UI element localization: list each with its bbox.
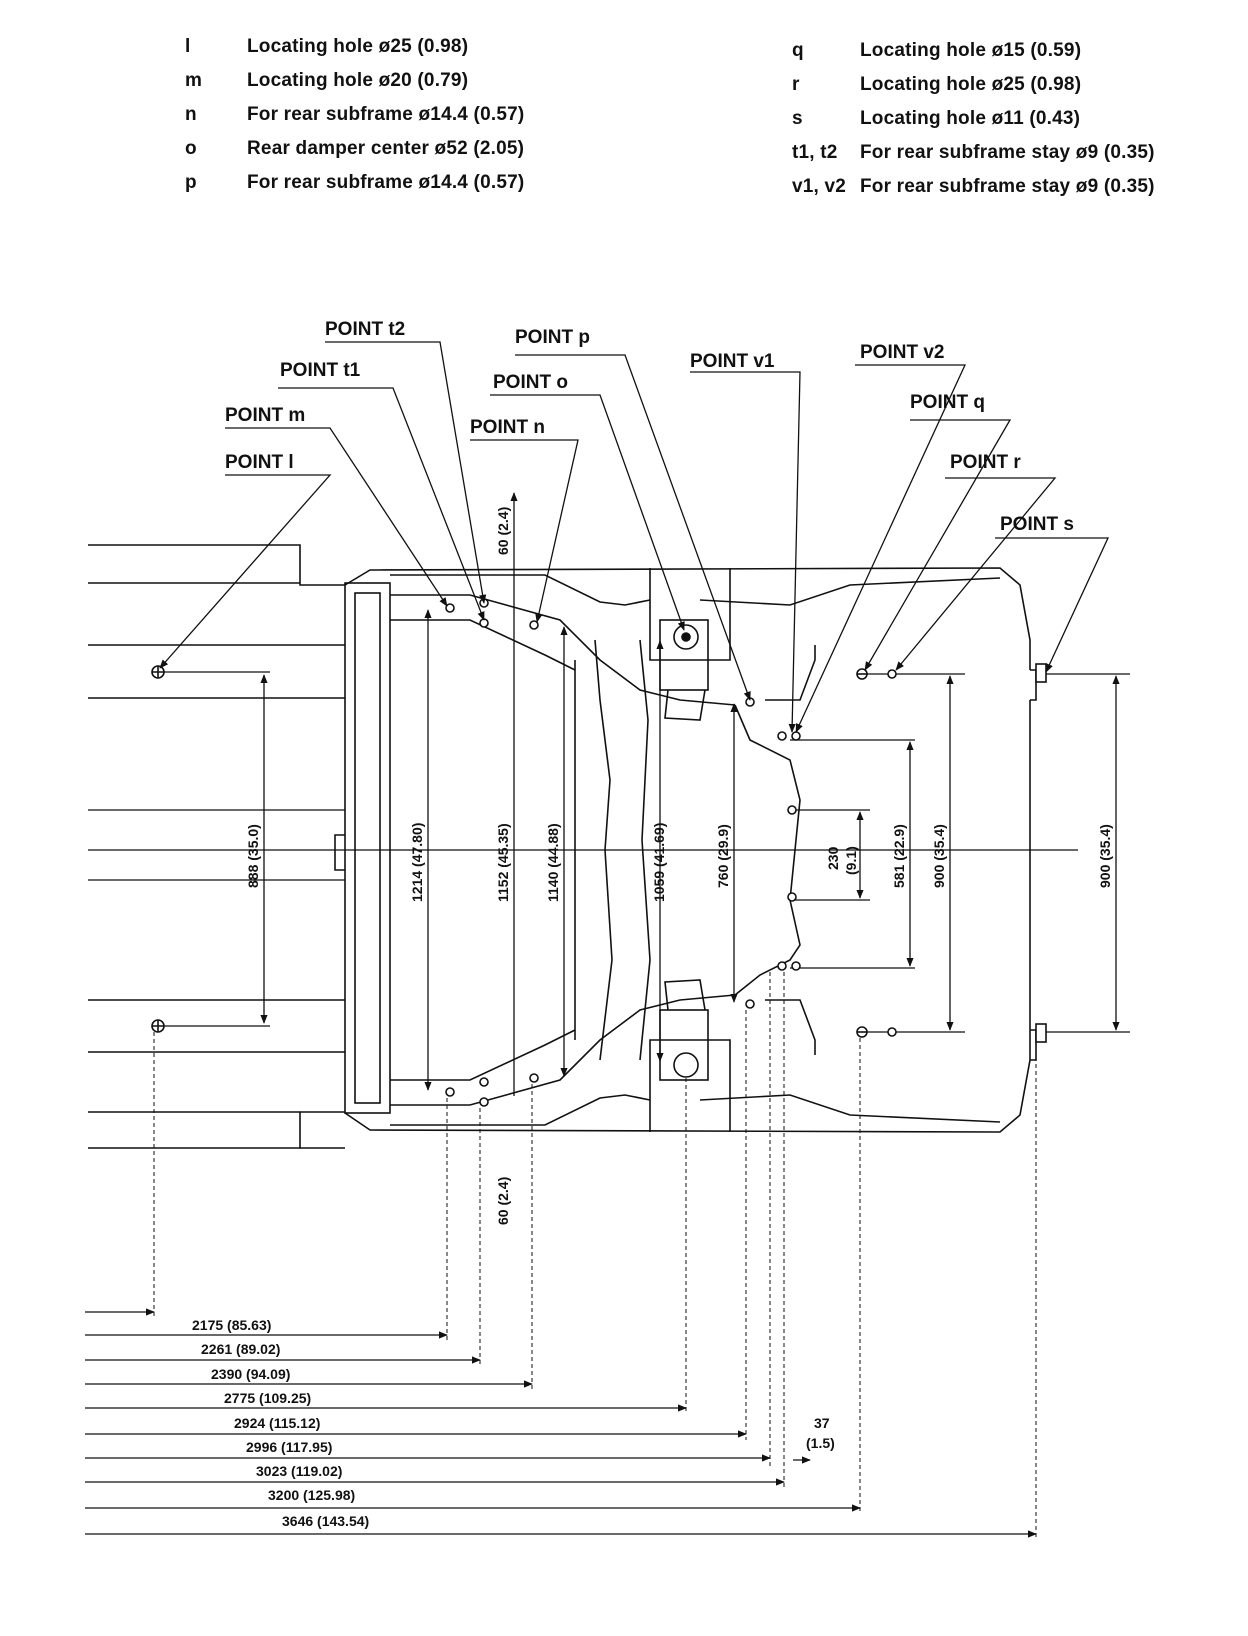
- legend-key: t1, t2: [792, 142, 838, 163]
- dim-900-outer: 900 (35.4): [1097, 824, 1113, 888]
- point-label-q: POINT q: [910, 392, 985, 413]
- legend-key: q: [792, 40, 804, 61]
- dim-1152: 1152 (45.35): [495, 823, 511, 902]
- dim-581: 581 (22.9): [891, 824, 907, 888]
- hole-v1-mid: [787, 892, 797, 902]
- hole-m-lower: [445, 1087, 455, 1097]
- legend-key: s: [792, 108, 803, 129]
- legend-description: Locating hole ø20 (0.79): [247, 70, 469, 91]
- dim-2924: 2924 (115.12): [234, 1415, 320, 1431]
- hole-l-lower: [151, 1019, 165, 1033]
- hole-t1-upper: [479, 618, 489, 628]
- hole-r-lower: [887, 1027, 897, 1037]
- dim-60-top: 60 (2.4): [495, 507, 511, 555]
- hole-v1-upper: [777, 731, 787, 741]
- hole-s-lower: [1035, 1023, 1047, 1043]
- hole-v2-mid: [787, 805, 797, 815]
- dim-37-value: 37: [814, 1415, 830, 1431]
- frame-outline: [88, 544, 1037, 1149]
- leader-lines: [159, 341, 1110, 733]
- point-label-s: POINT s: [1000, 514, 1074, 535]
- dim-230-value: 230: [825, 846, 841, 870]
- point-label-t2: POINT t2: [325, 319, 405, 340]
- legend-description: Locating hole ø25 (0.98): [247, 36, 469, 57]
- dim-1214: 1214 (47.80): [409, 823, 425, 902]
- hole-s-upper: [1035, 663, 1047, 683]
- dim-230-inch: (9.1): [843, 846, 859, 875]
- dim-2390: 2390 (94.09): [211, 1366, 290, 1382]
- point-label-p: POINT p: [515, 327, 590, 348]
- legend-description: Rear damper center ø52 (2.05): [247, 138, 525, 159]
- hole-v2-lower: [791, 961, 801, 971]
- dim-2261: 2261 (89.02): [201, 1341, 280, 1357]
- point-label-n: POINT n: [470, 417, 545, 438]
- vertical-dimension-lines: [260, 492, 1120, 1096]
- hole-t2-lower: [479, 1097, 489, 1107]
- hole-r-upper: [887, 669, 897, 679]
- dim-888: 888 (35.0): [245, 824, 261, 888]
- extension-lines: [153, 972, 1037, 1540]
- legend-description: For rear subframe ø14.4 (0.57): [247, 172, 525, 193]
- legend-description: Locating hole ø11 (0.43): [860, 108, 1081, 129]
- dim-2775: 2775 (109.25): [224, 1390, 311, 1406]
- legend-description: Locating hole ø15 (0.59): [860, 40, 1082, 61]
- dim-760: 760 (29.9): [715, 824, 731, 888]
- legend-key: o: [185, 138, 197, 159]
- legend-key: p: [185, 172, 197, 193]
- hole-v1-lower: [777, 961, 787, 971]
- legend-key: n: [185, 104, 197, 125]
- hole-n-lower: [529, 1073, 539, 1083]
- dim-1059: 1059 (41.69): [651, 823, 667, 902]
- point-label-o: POINT o: [493, 372, 568, 393]
- legend-description: For rear subframe ø14.4 (0.57): [247, 104, 525, 125]
- legend-key: r: [792, 74, 800, 95]
- point-label-l: POINT l: [225, 452, 294, 473]
- hole-p-lower: [745, 999, 755, 1009]
- legend-description: For rear subframe stay ø9 (0.35): [860, 142, 1155, 163]
- hole-q-lower: [856, 1026, 868, 1038]
- hole-o-lower: [673, 1052, 699, 1078]
- dim-37-inch: (1.5): [806, 1435, 835, 1451]
- horizontal-dimension-lines: [85, 1308, 1037, 1538]
- dim-60-bottom: 60 (2.4): [495, 1177, 511, 1225]
- point-label-r: POINT r: [950, 452, 1021, 473]
- hole-o-upper: [673, 624, 699, 650]
- legend-key: v1, v2: [792, 176, 847, 197]
- dim-3023: 3023 (119.02): [256, 1463, 342, 1479]
- point-labels: POINT t2 POINT p POINT v1 POINT v2 POINT…: [225, 319, 1074, 535]
- dim-3200: 3200 (125.98): [268, 1487, 355, 1503]
- point-label-v2: POINT v2: [860, 342, 944, 363]
- legend-left: l Locating hole ø25 (0.98) m Locating hole …: [185, 36, 605, 216]
- hole-q-upper: [856, 668, 868, 680]
- hole-v2-upper: [791, 731, 801, 741]
- dim-3646: 3646 (143.54): [282, 1513, 369, 1529]
- dim-2175: 2175 (85.63): [192, 1317, 271, 1333]
- point-label-m: POINT m: [225, 405, 305, 426]
- dim-2996: 2996 (117.95): [246, 1439, 332, 1455]
- hole-l-upper: [151, 665, 165, 679]
- legend-description: For rear subframe stay ø9 (0.35): [860, 176, 1155, 197]
- point-label-v1: POINT v1: [690, 351, 775, 372]
- legend-key: l: [185, 36, 191, 57]
- legend-description: Locating hole ø25 (0.98): [860, 74, 1082, 95]
- dim-900-inner: 900 (35.4): [931, 824, 947, 888]
- hole-m-upper: [445, 603, 455, 613]
- vertical-dimension-texts: 60 (2.4) 60 (2.4) 888 (35.0) 1214 (47.80…: [245, 507, 1113, 1225]
- point-label-t1: POINT t1: [280, 360, 361, 381]
- hole-t1-lower: [479, 1077, 489, 1087]
- dim-1140: 1140 (44.88): [545, 823, 561, 902]
- legend-key: m: [185, 70, 203, 91]
- horizontal-dimension-texts: 2175 (85.63) 2261 (89.02) 2390 (94.09) 2…: [192, 1317, 835, 1529]
- holes: [151, 598, 1047, 1107]
- hole-n-upper: [529, 620, 539, 630]
